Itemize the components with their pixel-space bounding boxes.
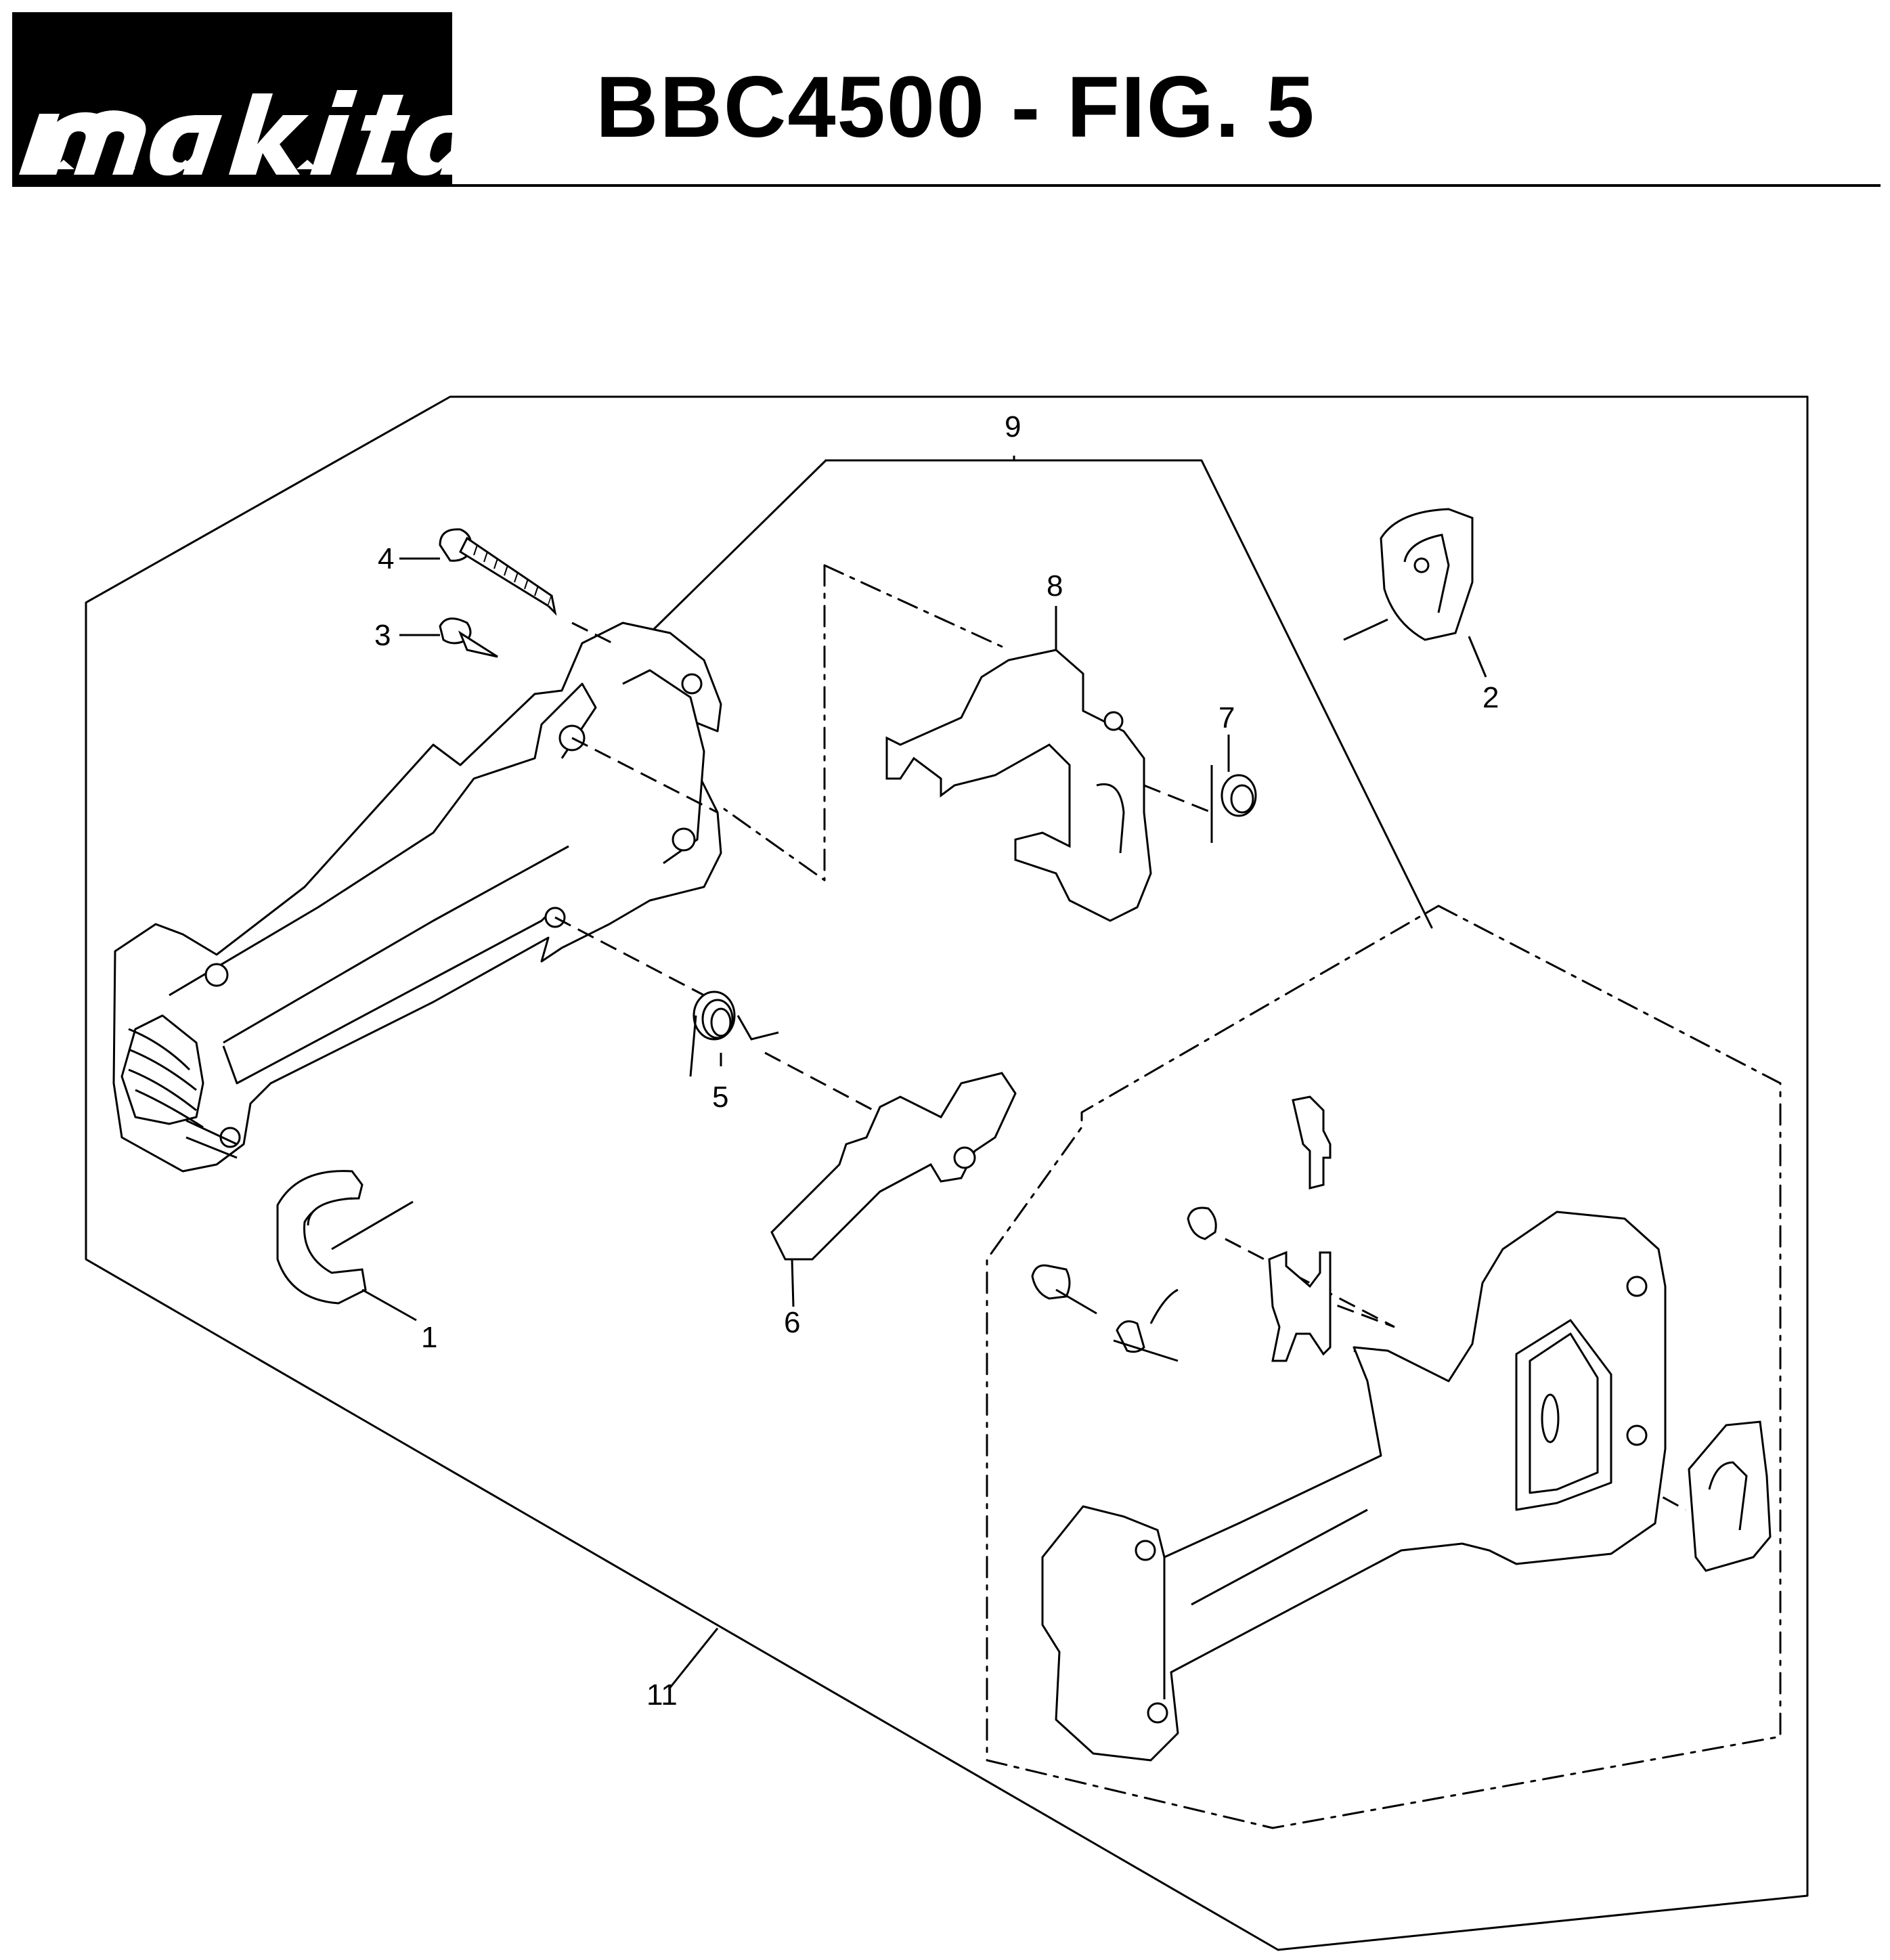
callout-11: 11 (646, 1678, 678, 1712)
callout-4: 4 (378, 542, 394, 575)
makita-logo (12, 12, 452, 185)
knob (1688, 1420, 1772, 1572)
callout-8: 8 (1047, 569, 1063, 603)
callout-1: 1 (421, 1321, 437, 1354)
throttle-bracket-part-8 (885, 649, 1152, 922)
callout-5: 5 (712, 1081, 728, 1114)
housing-dash-boundary (986, 905, 1782, 1829)
page-title: BBC4500 - FIG. 5 (596, 59, 1316, 156)
left-handle-housing (112, 622, 722, 1173)
collar-part-2 (1380, 508, 1474, 641)
assembly-9-boundary (825, 459, 1433, 929)
header-rule (12, 184, 1881, 187)
callout-6: 6 (784, 1306, 800, 1339)
collar-part-1 (276, 1170, 367, 1305)
callout-2: 2 (1482, 681, 1499, 714)
assembly-11-boundary (85, 395, 1809, 1951)
right-subparts (1031, 1095, 1332, 1362)
trigger-lever-part-6 (770, 1072, 1017, 1261)
callout-3: 3 (374, 619, 391, 652)
screw-part-3 (439, 617, 498, 658)
callout-7: 7 (1218, 701, 1235, 735)
spring-part-7 (1210, 765, 1257, 843)
callout-9: 9 (1005, 410, 1021, 443)
right-handle-housing (1041, 1211, 1667, 1762)
spring-part-5 (689, 990, 779, 1077)
screw-part-4 (439, 528, 557, 616)
